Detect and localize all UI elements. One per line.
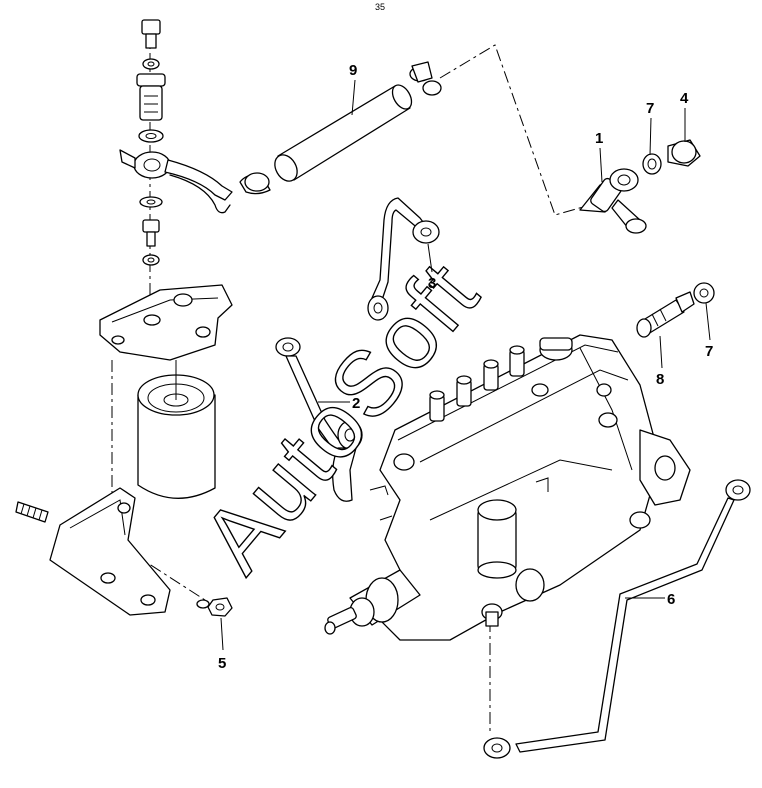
banjo-bolt-stack	[119, 19, 171, 266]
fitting-part-1	[579, 168, 647, 234]
callout-5: 5	[218, 655, 226, 672]
callout-8: 8	[656, 371, 664, 388]
banjo-outlet-pipe	[169, 174, 231, 214]
leader-lines	[220, 79, 711, 651]
callout-1: 1	[595, 130, 603, 147]
filter-head	[99, 284, 233, 361]
callout-3: 3	[428, 275, 436, 292]
pipe-part-3	[367, 197, 440, 321]
nut-part-5	[196, 597, 233, 617]
header-mark: 35	[375, 2, 385, 12]
injection-pump-body	[324, 334, 691, 641]
washer-part-7-upper	[642, 153, 662, 175]
fuel-filter-canister	[137, 360, 216, 499]
callout-2: 2	[352, 395, 360, 412]
callout-labels: 9 1 7 4 3 2 8 7 6 5	[218, 62, 713, 672]
callout-4: 4	[680, 90, 689, 107]
fuel-hose-assembly	[239, 61, 442, 195]
banjo-elbow-pipe	[164, 159, 233, 201]
pipe-part-2	[275, 337, 363, 502]
callout-9: 9	[349, 62, 357, 79]
callout-6: 6	[667, 591, 675, 608]
washer-part-7-lower	[693, 282, 715, 304]
bleed-screw-part-8	[636, 291, 695, 338]
callout-7-upper: 7	[646, 100, 654, 117]
callout-7-lower: 7	[705, 343, 713, 360]
cap-nut-part-4	[667, 139, 701, 167]
bracket-stud	[15, 501, 49, 523]
pipe-part-6	[483, 479, 751, 759]
mounting-bracket	[49, 487, 171, 616]
